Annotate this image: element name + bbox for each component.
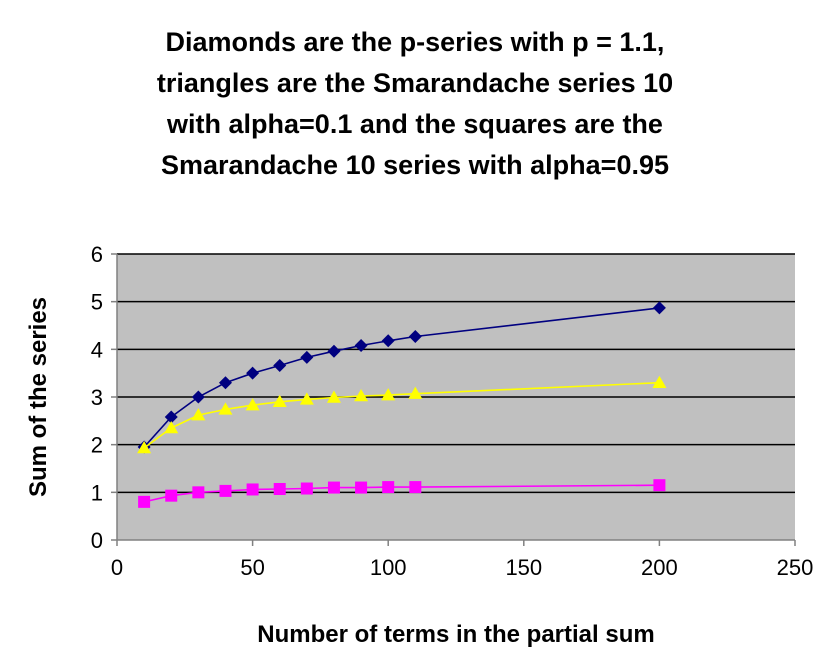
triangle-point	[218, 402, 233, 415]
diamond-point	[273, 359, 287, 373]
square-point	[355, 481, 368, 494]
square-point	[192, 486, 205, 499]
diamond-point	[164, 410, 178, 424]
y-tick-label: 2	[91, 433, 103, 458]
chart-title-line: triangles are the Smarandache series 10	[156, 68, 674, 98]
x-tick-label: 200	[641, 555, 678, 580]
y-axis-label: Sum of the series	[25, 297, 52, 497]
square-point	[382, 481, 395, 494]
diamond-point	[408, 329, 422, 343]
triangle-point	[381, 388, 396, 401]
square-point	[138, 495, 151, 508]
chart-title-line: Smarandache 10 series with alpha=0.95	[160, 150, 670, 180]
diamond-point	[381, 334, 395, 348]
triangle-point	[245, 398, 260, 411]
square-point	[165, 489, 178, 502]
square-point	[300, 482, 313, 495]
square-point	[409, 481, 422, 494]
triangle-point	[272, 394, 287, 408]
y-tick-label: 4	[91, 337, 103, 362]
chart-title: Diamonds are the p-series with p = 1.1, …	[0, 22, 830, 186]
diamond-point	[300, 350, 314, 364]
square-point	[273, 482, 286, 495]
square-point	[246, 483, 259, 496]
triangle-point	[354, 389, 369, 402]
triangle-point	[137, 441, 152, 454]
triangle-point	[164, 420, 179, 434]
gridlines	[117, 253, 795, 494]
triangle-point	[191, 408, 206, 421]
chart-title-line: Diamonds are the p-series with p = 1.1,	[165, 27, 665, 57]
x-tick-label: 0	[111, 555, 123, 580]
axes	[111, 253, 796, 546]
triangle-point	[652, 375, 667, 388]
series-group	[137, 301, 667, 508]
square-point	[219, 484, 232, 497]
x-tick-label: 50	[240, 555, 264, 580]
y-tick-label: 3	[91, 385, 103, 410]
series-square	[138, 479, 666, 508]
chart-title-line: with alpha=0.1 and the squares are the	[167, 109, 663, 139]
y-tick-label: 6	[91, 242, 103, 267]
y-tick-label: 1	[91, 480, 103, 505]
x-tick-label: 150	[505, 555, 542, 580]
diamond-point	[354, 339, 368, 353]
square-point	[327, 481, 340, 494]
series-diamond	[137, 301, 666, 454]
y-tick-label: 0	[91, 528, 103, 553]
x-tick-label: 100	[370, 555, 407, 580]
triangle-point	[299, 392, 314, 405]
x-tick-label: 250	[777, 555, 814, 580]
series-triangle	[137, 375, 667, 454]
diamond-point	[246, 366, 260, 380]
square-point	[653, 479, 666, 492]
diamond-point	[191, 390, 205, 404]
diamond-point	[327, 344, 341, 358]
tick-labels: 0 1 2 3 4 5 6 0 50 100 150 200 250	[91, 242, 814, 580]
triangle-point	[326, 390, 341, 403]
x-axis-label: Number of terms in the partial sum	[257, 621, 654, 648]
triangle-point	[408, 386, 423, 399]
diamond-point	[218, 376, 232, 390]
diamond-point	[652, 301, 666, 315]
y-tick-label: 5	[91, 290, 103, 315]
